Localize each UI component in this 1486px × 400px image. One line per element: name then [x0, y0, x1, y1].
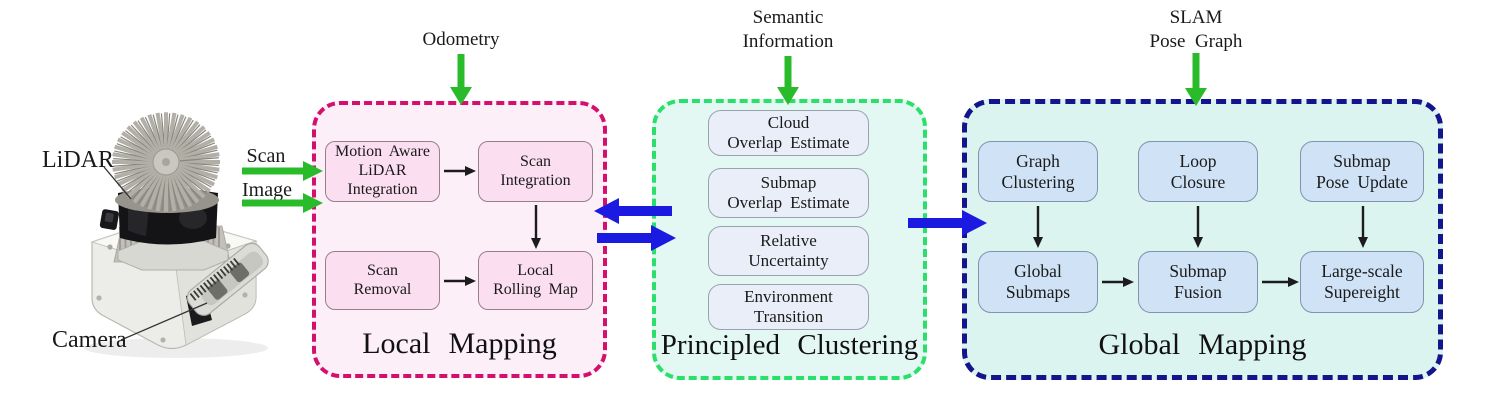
- device-camera-mount: [186, 288, 212, 326]
- device-heatsink: [112, 112, 220, 212]
- label-slam-pose-graph: SLAM Pose Graph: [1106, 6, 1286, 54]
- label-slam-line2: Pose Graph: [1149, 31, 1243, 52]
- node-scan-removal: Scan Removal: [325, 251, 440, 310]
- title-global-mapping: Global Mapping: [1098, 328, 1307, 361]
- node-submap-pose-update: Submap Pose Update: [1300, 141, 1424, 202]
- device-lidar-cylinder: [118, 188, 218, 245]
- node-motion-aware-lidar-integration: Motion Aware LiDAR Integration: [325, 141, 440, 202]
- label-image: Image: [242, 179, 292, 201]
- device-collar-fins: [119, 227, 220, 261]
- label-scan: Scan: [246, 145, 286, 167]
- node-graph-clustering: Graph Clustering: [978, 141, 1098, 202]
- label-semantic-information: Semantic Information: [698, 6, 878, 54]
- device-camera: [186, 242, 269, 316]
- label-semantic-line2: Information: [742, 31, 834, 52]
- node-submap-overlap-estimate: Submap Overlap Estimate: [708, 168, 869, 218]
- label-camera: Camera: [52, 327, 127, 353]
- device-switch: [99, 209, 119, 230]
- label-odometry: Odometry: [422, 29, 500, 50]
- node-scan-integration: Scan Integration: [478, 141, 593, 202]
- label-slam-line1: SLAM: [1169, 7, 1223, 28]
- title-principled-clustering: Principled Clustering: [660, 329, 919, 361]
- node-environment-transition: Environment Transition: [708, 284, 869, 330]
- node-loop-closure: Loop Closure: [1138, 141, 1258, 202]
- title-local-mapping: Local Mapping: [362, 327, 557, 360]
- label-semantic-line1: Semantic: [752, 7, 824, 28]
- node-global-submaps: Global Submaps: [978, 251, 1098, 313]
- node-local-rolling-map: Local Rolling Map: [478, 251, 593, 310]
- device-camera-grille: [189, 257, 240, 301]
- node-relative-uncertainty: Relative Uncertainty: [708, 226, 869, 276]
- node-submap-fusion: Submap Fusion: [1138, 251, 1258, 313]
- camera-pointer-line: [120, 302, 208, 341]
- node-cloud-overlap-estimate: Cloud Overlap Estimate: [708, 110, 869, 156]
- label-lidar: LiDAR: [42, 147, 114, 173]
- node-large-scale-supereight: Large-scale Supereight: [1300, 251, 1424, 313]
